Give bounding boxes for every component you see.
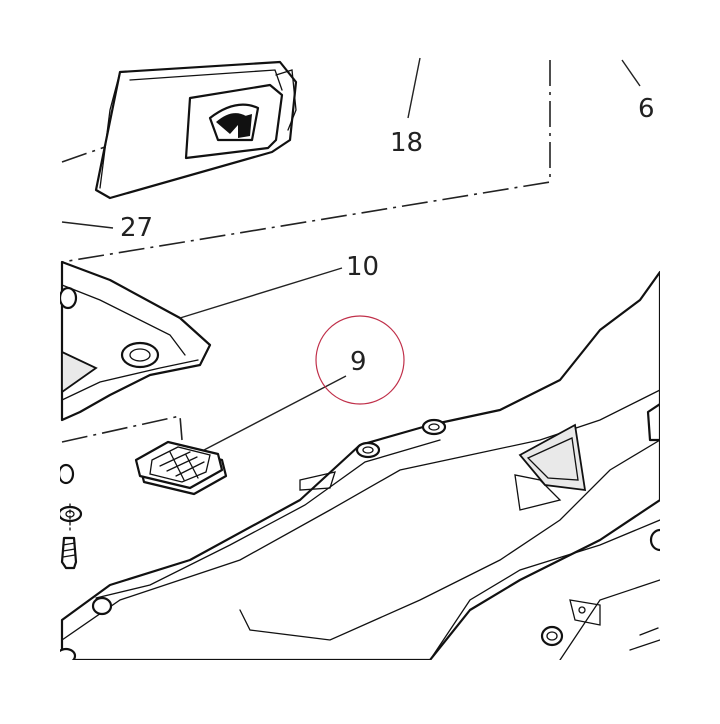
- mount-hole-c: [91, 596, 113, 616]
- mount-hole-a: [421, 418, 447, 436]
- callout-labels: 18 6 27 10 9: [120, 94, 655, 377]
- highlight-circle: [315, 315, 405, 405]
- screw: [60, 536, 78, 570]
- part-9-rubber-pad: [134, 440, 228, 496]
- frame-body: [60, 270, 660, 660]
- part-18-rear-cap: [94, 60, 298, 200]
- cover-plate-grommet: [120, 341, 160, 369]
- part-10-cover-plate: [60, 260, 212, 422]
- callout-6[interactable]: 6: [638, 94, 655, 124]
- frame-vent-opening: [518, 423, 587, 492]
- mount-hole-e: [649, 528, 660, 552]
- callout-27[interactable]: 27: [120, 213, 153, 243]
- mount-hole-b: [355, 441, 381, 459]
- fasteners: [60, 463, 83, 570]
- callout-9[interactable]: 9: [350, 347, 367, 377]
- mount-hole-d: [540, 625, 564, 647]
- mount-hole-f: [60, 647, 77, 660]
- leader-lines: [61, 57, 641, 451]
- callout-10[interactable]: 10: [346, 252, 379, 282]
- callout-18[interactable]: 18: [390, 128, 423, 158]
